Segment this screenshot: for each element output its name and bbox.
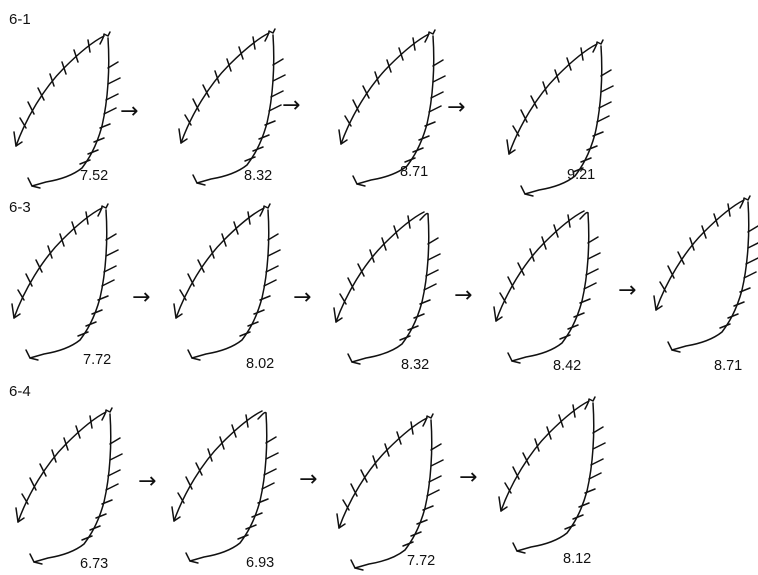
- leaf-base: [188, 350, 200, 360]
- right-arrow-icon: →: [132, 285, 150, 310]
- leaf-outline-6-3-2: [174, 204, 280, 360]
- leaf-right-teeth: [82, 438, 122, 540]
- leaf-right-teeth: [245, 59, 285, 161]
- leaf-value-6-1-3: 8.71: [400, 164, 428, 180]
- leaf-left-margin: [341, 34, 429, 144]
- leaf-value-6-3-3: 8.32: [401, 357, 429, 373]
- leaf-left-margin: [18, 412, 106, 522]
- leaf-left-margin: [181, 33, 269, 143]
- leaf-left-margin: [509, 44, 597, 154]
- leaf-outline-6-3-4: [494, 211, 600, 363]
- leaf-left-margin: [501, 401, 589, 511]
- leaf-outline-6-1-4: [507, 40, 613, 196]
- leaf-left-margin: [16, 36, 104, 146]
- leaf-value-6-4-3: 7.72: [407, 553, 435, 569]
- leaf-outline-6-4-4: [499, 397, 605, 553]
- right-arrow-icon: →: [299, 467, 317, 492]
- leaf-left-margin: [496, 211, 584, 321]
- leaf-right-teeth: [238, 437, 278, 539]
- leaf-outline-6-1-1: [14, 32, 120, 188]
- leaf-base: [508, 353, 520, 363]
- leaf-base: [348, 354, 360, 364]
- leaf-value-6-3-5: 8.71: [714, 358, 742, 374]
- leaf-right-teeth: [240, 234, 280, 336]
- leaf-right-teeth: [403, 444, 443, 546]
- leaf-right-teeth: [560, 237, 600, 339]
- right-arrow-icon: →: [282, 93, 300, 118]
- leaf-outline-6-4-2: [172, 411, 278, 563]
- leaf-right-margin: [512, 213, 589, 361]
- right-arrow-icon: →: [447, 95, 465, 120]
- leaf-base: [28, 178, 40, 188]
- leaf-right-margin: [32, 38, 109, 186]
- leaf-base: [513, 543, 525, 553]
- leaf-right-teeth: [78, 234, 118, 336]
- leaf-value-6-4-1: 6.73: [80, 556, 108, 572]
- leaf-base: [186, 553, 198, 563]
- leaf-right-margin: [197, 35, 274, 183]
- leaf-value-6-3-4: 8.42: [553, 358, 581, 374]
- right-arrow-icon: →: [618, 278, 636, 303]
- leaf-right-margin: [190, 413, 267, 561]
- leaf-left-margin: [336, 212, 424, 322]
- right-arrow-icon: →: [120, 99, 138, 124]
- leaf-tip: [258, 412, 266, 419]
- leaf-value-6-3-2: 8.02: [246, 356, 274, 372]
- leaf-left-margin: [14, 208, 102, 318]
- leaf-right-teeth: [405, 60, 445, 162]
- leaf-left-margin: [174, 411, 262, 521]
- leaf-tip: [580, 212, 588, 219]
- leaf-value-6-1-4: 9.21: [567, 167, 595, 183]
- leaf-value-6-3-1: 7.72: [83, 352, 111, 368]
- leaf-right-teeth: [565, 427, 605, 529]
- leaf-outline-6-4-1: [16, 408, 122, 564]
- right-arrow-icon: →: [138, 469, 156, 494]
- leaf-right-margin: [672, 202, 749, 350]
- leaf-right-teeth: [720, 226, 758, 328]
- leaf-base: [193, 175, 205, 185]
- leaf-base: [668, 342, 680, 352]
- leaf-base: [521, 186, 533, 196]
- leaf-outline-6-1-3: [339, 30, 445, 186]
- leaf-value-6-4-2: 6.93: [246, 555, 274, 571]
- leaf-outline-6-1-2: [179, 29, 285, 185]
- leaf-base: [26, 350, 38, 360]
- right-arrow-icon: →: [454, 283, 472, 308]
- leaf-value-6-1-1: 7.52: [80, 168, 108, 184]
- leaf-outline-6-3-5: [654, 196, 758, 352]
- leaf-left-margin: [656, 200, 744, 310]
- leaf-value-6-4-4: 8.12: [563, 551, 591, 567]
- leaf-right-margin: [357, 36, 434, 184]
- leaf-right-margin: [355, 420, 432, 568]
- leaf-base: [30, 554, 42, 564]
- leaf-outline-6-3-1: [12, 204, 118, 360]
- leaf-left-margin: [176, 208, 264, 318]
- right-arrow-icon: →: [459, 465, 477, 490]
- leaf-outline-6-3-3: [334, 212, 440, 364]
- leaf-right-margin: [192, 210, 269, 358]
- row-label-6-1: 6-1: [9, 11, 31, 28]
- right-arrow-icon: →: [293, 285, 311, 310]
- leaf-right-margin: [34, 414, 111, 562]
- leaf-tip: [420, 213, 428, 220]
- leaf-right-margin: [517, 403, 594, 551]
- row-label-6-4: 6-4: [9, 383, 31, 400]
- leaf-outline-6-4-3: [337, 414, 443, 570]
- leaf-right-margin: [352, 214, 429, 362]
- leaf-right-teeth: [400, 238, 440, 340]
- leaf-base: [353, 176, 365, 186]
- leaf-right-margin: [30, 210, 107, 358]
- leaf-right-teeth: [573, 70, 613, 172]
- leaf-right-teeth: [80, 62, 120, 164]
- leaf-left-margin: [339, 418, 427, 528]
- row-label-6-3: 6-3: [9, 199, 31, 216]
- leaf-value-6-1-2: 8.32: [244, 168, 272, 184]
- leaf-base: [351, 560, 363, 570]
